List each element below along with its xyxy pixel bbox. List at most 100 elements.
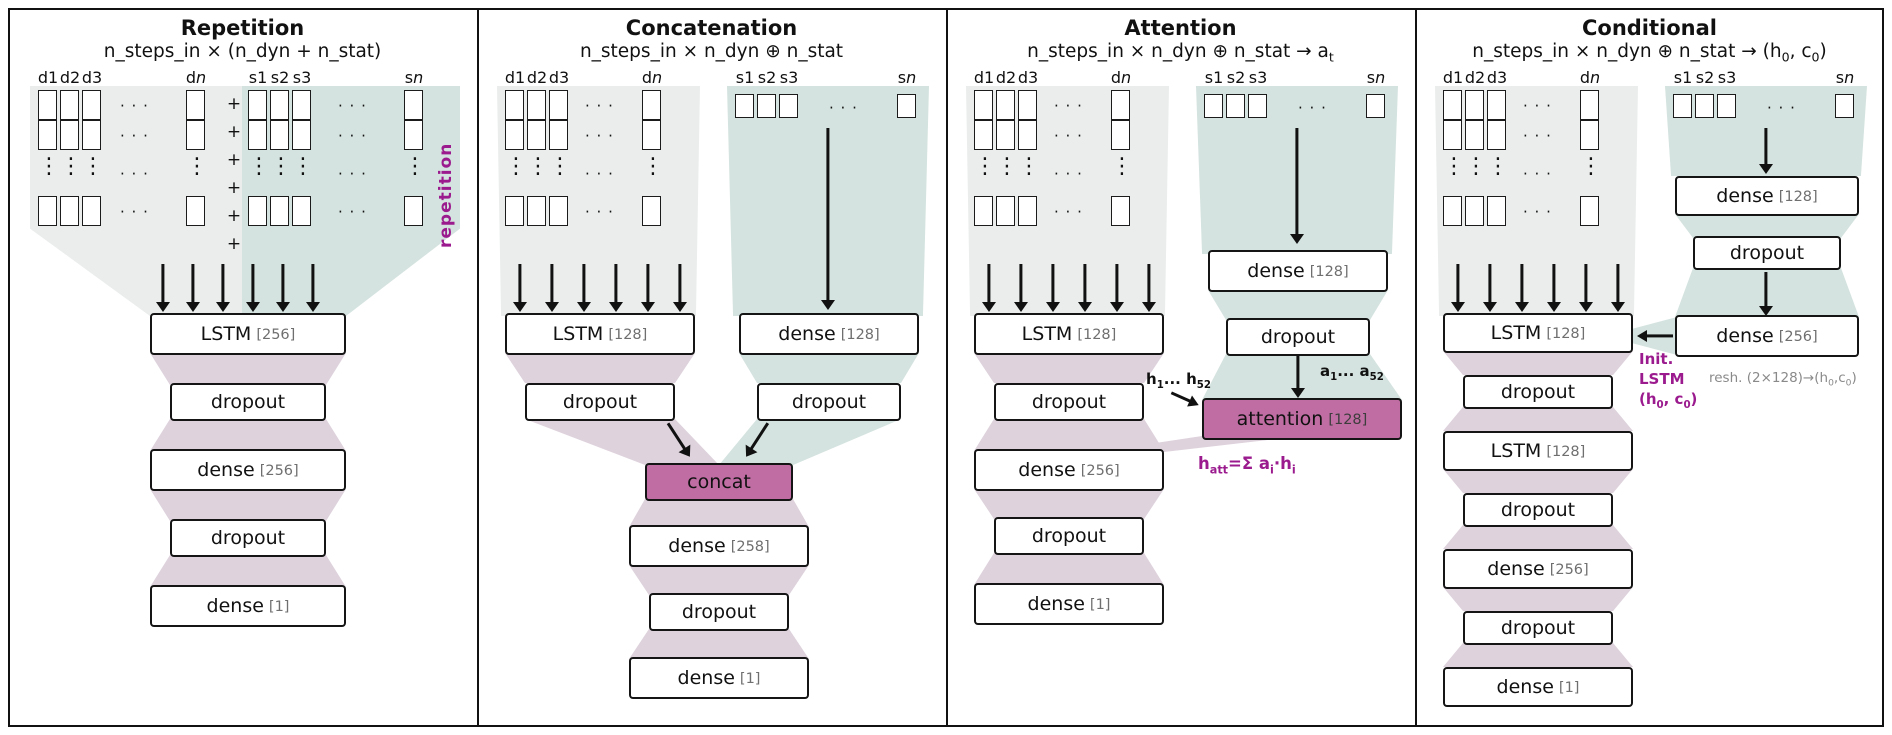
matrix-cells [642, 90, 664, 120]
panel-title: Attention [1124, 16, 1237, 40]
down-arrow [1077, 264, 1093, 312]
panel-title: Repetition [180, 16, 305, 40]
matrix-cells [1443, 90, 1509, 120]
layer-connector [629, 565, 809, 595]
ellipsis-dots-vertical: ⋮ [974, 154, 996, 179]
panel-title: Conditional [1581, 16, 1717, 40]
layer-name: LSTM [552, 323, 604, 345]
layer-dropout: dropout [1226, 318, 1370, 356]
layer-lstm: LSTM[128] [1443, 431, 1633, 471]
matrix-cell [82, 196, 101, 226]
layer-name: dense [1716, 325, 1774, 347]
matrix-cells [1580, 90, 1602, 120]
plus-sign: + [226, 150, 242, 170]
down-arrow [544, 264, 560, 312]
matrix-cell [404, 120, 423, 150]
init-note-line3: (h0, c0) [1639, 390, 1698, 411]
matrix-cell [897, 94, 916, 118]
col-label-s3: s3 [1248, 68, 1268, 87]
matrix-cells [642, 120, 664, 150]
matrix-cell [1580, 120, 1599, 150]
matrix-cell [549, 120, 568, 150]
col-label-s1: s1 [1204, 68, 1224, 87]
col-label-dn: dn [1110, 68, 1132, 87]
matrix-cell [1443, 90, 1462, 120]
layer-dense: dense[128] [1208, 250, 1388, 292]
ellipsis-dots-vertical: ⋮ [1580, 154, 1602, 179]
layer-size: [256] [1549, 562, 1589, 578]
matrix-cell [1226, 94, 1245, 118]
layer-size: [128] [1328, 412, 1368, 428]
layer-size: [1] [268, 599, 290, 615]
matrix-cells [248, 90, 314, 120]
layer-dropout: dropout [1693, 236, 1841, 270]
matrix-cells [186, 90, 208, 120]
repetition-label: repetition [436, 142, 456, 248]
ellipsis-dots: · · · [1054, 97, 1083, 115]
matrix-cell [974, 196, 993, 226]
layer-connector [1443, 525, 1633, 549]
ellipsis-dots-vertical: ⋮ [1487, 154, 1509, 179]
layer-name: dense [206, 595, 264, 617]
panel-subtitle: n_steps_in × n_dyn ⊕ n_stat → (h0, c0) [1415, 41, 1884, 65]
init-note: Init. LSTM (h0, c0) [1639, 349, 1697, 416]
a-sequence-label: a1... a52 [1320, 362, 1384, 383]
matrix-cells [1443, 120, 1509, 150]
subtitle-sub: 0 [1781, 49, 1790, 65]
layer-connector [1443, 643, 1633, 667]
layer-dense: dense[128] [1675, 176, 1859, 216]
panel-divider [1415, 8, 1417, 727]
ellipsis-dots-vertical: ⋮ [549, 154, 571, 179]
ellipsis-dots-vertical: ⋮ [1465, 154, 1487, 179]
ellipsis-dots-vertical: ⋮ [505, 154, 527, 179]
matrix-cell [292, 90, 311, 120]
layer-size: [128] [608, 327, 648, 343]
plus-sign: + [226, 94, 242, 114]
col-label-d3: d3 [1017, 68, 1039, 87]
ellipsis-dots: · · · [1298, 99, 1327, 117]
matrix-cells [1673, 94, 1739, 118]
layer-name: dense [1487, 558, 1545, 580]
matrix-cell [505, 196, 524, 226]
layer-dense: dense[1] [974, 583, 1164, 625]
col-label-dn: dn [641, 68, 663, 87]
panel-divider [477, 8, 479, 727]
layer-size: [128] [1546, 326, 1586, 342]
plus-sign: + [226, 122, 242, 142]
subtitle-sub: t [1328, 49, 1334, 65]
matrix-cells [404, 120, 426, 150]
matrix-cells [897, 94, 919, 118]
down-arrow [1546, 264, 1562, 312]
matrix-cell [1366, 94, 1385, 118]
subtitle-part: n_steps_in × n_dyn ⊕ n_stat → a [1027, 41, 1329, 62]
matrix-cell [186, 90, 205, 120]
layer-connector [505, 353, 695, 383]
ellipsis-dots: · · · [1523, 97, 1552, 115]
layer-connector [150, 555, 346, 587]
layer-dense: dense[256] [1675, 315, 1859, 357]
matrix-cells [38, 196, 104, 226]
ellipsis-dots-vertical: ⋮ [248, 154, 270, 179]
col-label-d2: d2 [59, 68, 81, 87]
ellipsis-dots-vertical: ⋮ [60, 154, 82, 179]
matrix-cells [1835, 94, 1857, 118]
matrix-cell [735, 94, 754, 118]
matrix-cell [248, 90, 267, 120]
layer-name: dense [1716, 185, 1774, 207]
ellipsis-dots-vertical: ⋮ [38, 154, 60, 179]
down-arrow [608, 264, 624, 312]
panel-title: Concatenation [625, 16, 798, 40]
col-label-s2: s2 [270, 68, 290, 87]
matrix-cells [505, 90, 571, 120]
col-label-d1: d1 [504, 68, 526, 87]
matrix-cell [38, 90, 57, 120]
down-arrow [1109, 264, 1125, 312]
layer-size: [1] [1558, 680, 1580, 696]
matrix-cells [505, 120, 571, 150]
matrix-cell [1717, 94, 1736, 118]
layer-name: dropout [210, 391, 286, 413]
matrix-cell [527, 120, 546, 150]
matrix-cell [82, 120, 101, 150]
layer-connector [1443, 351, 1633, 375]
matrix-cell [292, 120, 311, 150]
